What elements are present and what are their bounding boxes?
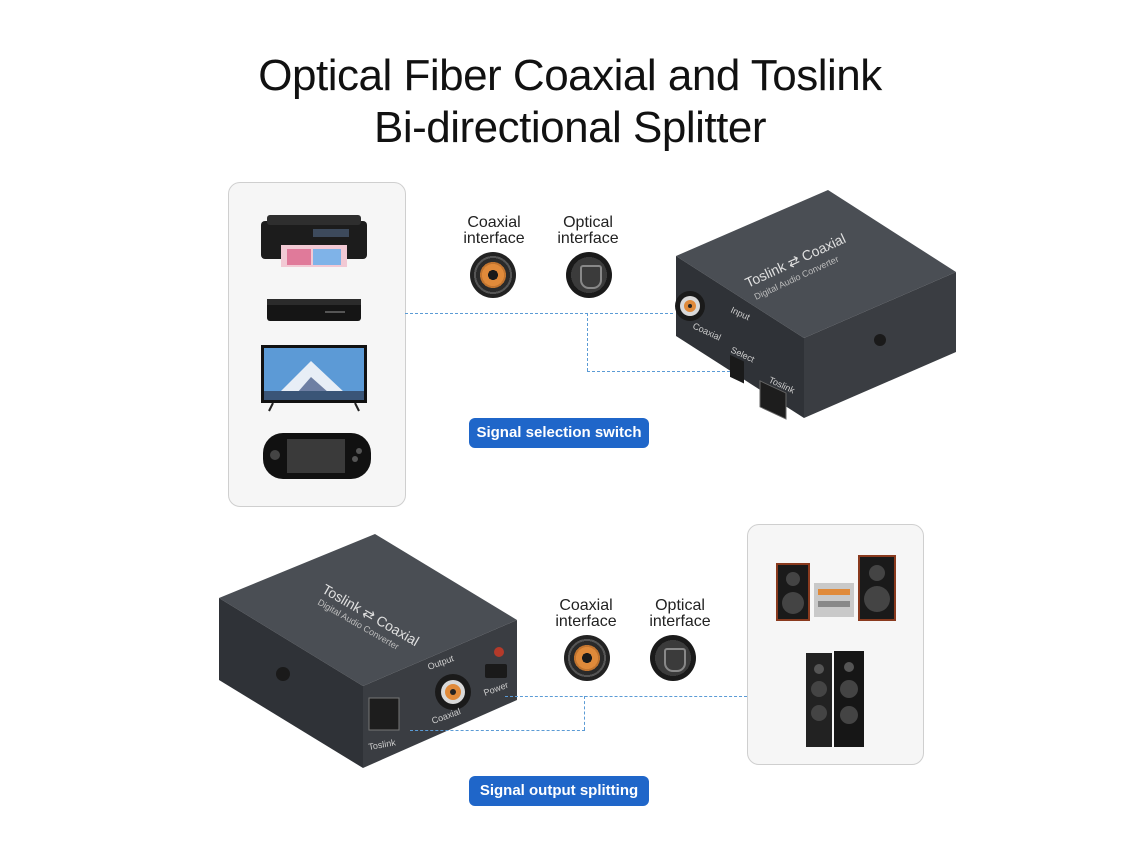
signal-output-badge: Signal output splitting xyxy=(469,776,649,806)
converter-device-output: Toslink ⇄ Coaxial Digital Audio Converte… xyxy=(219,534,517,768)
blu-ray-player-icon xyxy=(267,299,361,321)
optical-jack-icon xyxy=(650,635,696,681)
hifi-stereo-system-icon xyxy=(776,555,896,621)
title-line-2: Bi-directional Splitter xyxy=(374,103,767,152)
television-icon xyxy=(261,345,367,412)
connector-line xyxy=(505,696,747,697)
output-devices-panel xyxy=(747,524,924,765)
coaxial-jack-icon xyxy=(564,635,610,681)
connector-line xyxy=(584,696,585,730)
connector-line xyxy=(405,313,673,314)
page-title: Optical Fiber Coaxial and Toslink Bi-dir… xyxy=(0,50,1140,154)
tower-speakers-icon xyxy=(806,651,864,747)
connector-line xyxy=(587,313,588,371)
coaxial-jack-icon xyxy=(470,252,516,298)
title-line-1: Optical Fiber Coaxial and Toslink xyxy=(258,51,882,100)
optical-jack-icon xyxy=(566,252,612,298)
converter-device-input: Toslink ⇄ Coaxial Digital Audio Converte… xyxy=(675,190,956,420)
connector-line xyxy=(587,371,755,372)
signal-selection-badge: Signal selection switch xyxy=(469,418,649,448)
toslink-port-label: Toslink xyxy=(368,737,397,752)
handheld-console-icon xyxy=(263,433,371,479)
source-devices-panel xyxy=(228,182,406,507)
connector-line xyxy=(410,730,585,731)
printer-icon xyxy=(261,215,367,267)
